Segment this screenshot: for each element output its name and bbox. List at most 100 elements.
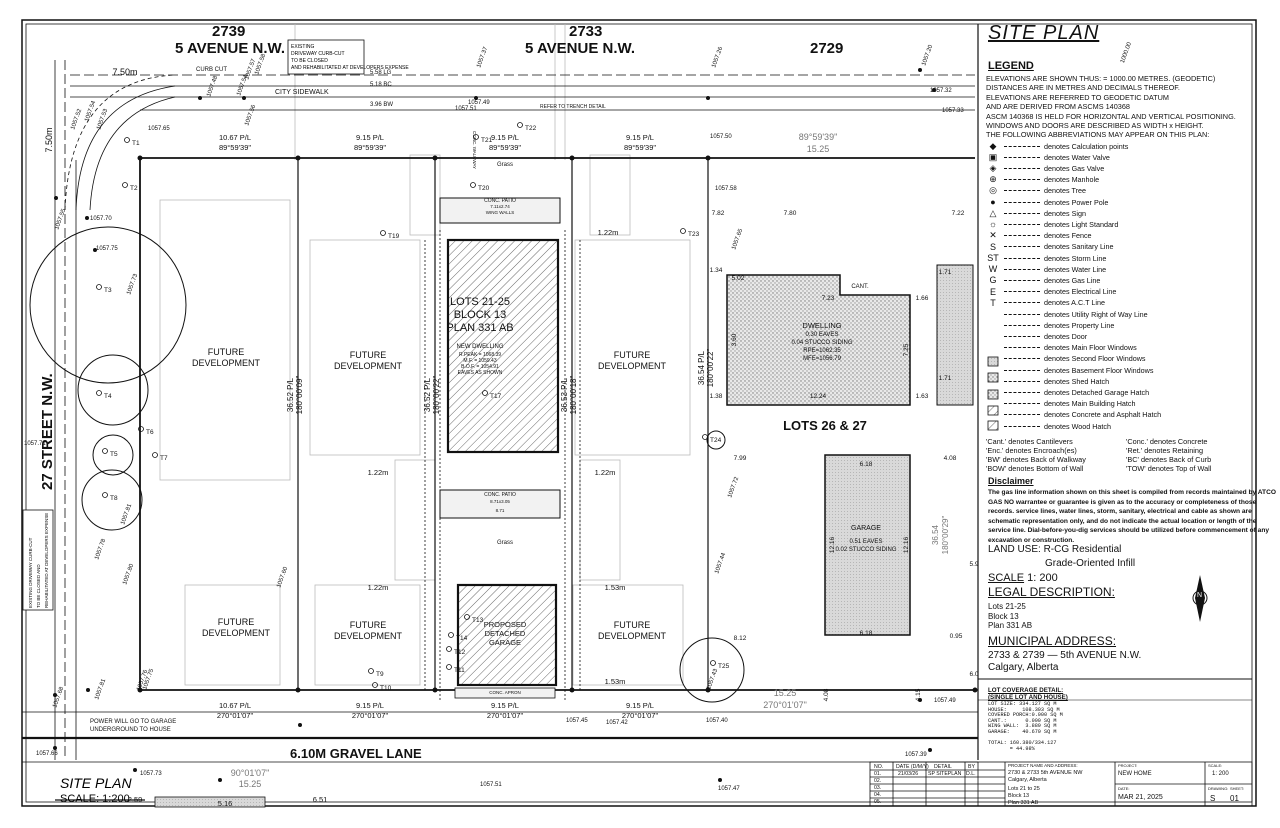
legend-line-icon [1004, 156, 1040, 158]
neighbour-garage-eaves: 0.51 EAVES [850, 539, 883, 545]
legend-note-7: THE FOLLOWING ABBREVIATIONS MAY APPEAR O… [986, 130, 1210, 140]
legend-symbol-icon: ✕ [989, 230, 997, 241]
legend-symbol-icon: ☼ [988, 219, 998, 230]
lot-number-2739: 2739 [212, 23, 245, 40]
legend-item: ✕denotes Fence [986, 230, 1091, 242]
legal-line-2: Block 13 [988, 611, 1019, 621]
brg-90-bottom: 90°01'07" [231, 768, 270, 778]
curb-cut-note-box: EXISTING DRIVEWAY CURB-CUT TO BE CLOSED … [287, 39, 409, 75]
neighbour-garage-siding: 0.02 STUCCO SIDING [835, 547, 896, 553]
legend-item-label: denotes Concrete and Asphalt Hatch [1044, 410, 1162, 420]
legend-line-icon [1004, 257, 1040, 259]
tree-label: T21 [481, 137, 493, 144]
tb-header-date: DATE (D/M/Y) [896, 764, 929, 770]
legend-symbol-icon: T [990, 297, 996, 308]
dim-360: 3.60 [731, 333, 738, 346]
dim-171-b: 1.71 [939, 375, 952, 382]
new-dwelling-label: NEW DWELLING [456, 344, 503, 350]
elevation-label: 1057.37 [476, 46, 489, 69]
neighbour-dwelling-label: DWELLING [802, 321, 841, 330]
proposed-garage-line2: DETACHED [485, 629, 526, 638]
walkway-label: CONC. WALKWAY [472, 131, 477, 169]
svg-text:EXISTING: EXISTING [291, 44, 314, 50]
legend-item: denotes Main Building Hatch [986, 398, 1136, 410]
dim-095: 0.95 [950, 633, 963, 640]
tb-project-address-2: Calgary, Alberta [1008, 777, 1047, 783]
legend-item-label: denotes Tree [1044, 186, 1086, 196]
patio-mid-label: CONC. PATIO [484, 492, 516, 498]
conc-apron [454, 687, 556, 699]
tree-icon [702, 434, 708, 440]
neighbour-garage-label: GARAGE [851, 525, 881, 532]
tree-label: T19 [388, 233, 400, 240]
legend-hatch-swatches [987, 356, 999, 431]
trench-detail-label: REFER TO TRENCH DETAIL [540, 104, 606, 110]
calculation-points [53, 68, 978, 782]
dim-153-a: 1.53m [605, 583, 626, 592]
legend-line-icon [1004, 335, 1040, 337]
neighbour-dwelling-rpe: RPE=1062.35 [803, 348, 841, 354]
tree-icon [138, 426, 144, 432]
new-dwelling-bof: B.O.F. = 1054.91 [461, 364, 499, 370]
tree-icon [96, 390, 102, 396]
neighbour-dwelling-eaves: 0.30 EAVES [806, 332, 839, 338]
dim-134: 1.34 [710, 267, 723, 274]
legend-line-icon [1004, 313, 1040, 315]
legend-symbol-icon: △ [989, 207, 997, 218]
dimension-labels: 10.67 P/L 89°59'39" 9.15 P/L 89°59'39" 9… [44, 67, 979, 808]
title-block-grid [55, 761, 1253, 807]
tb-scale-heading: SCALE: [1208, 763, 1223, 768]
legend-symbol-icon: ▣ [988, 151, 998, 162]
grass-label-top: Grass [497, 162, 513, 168]
legend-item: ▣denotes Water Valve [986, 151, 1110, 163]
tree-icon [102, 492, 108, 498]
brg-top-1: 89°59'39" [219, 143, 251, 152]
adjacent-building-strip [936, 264, 974, 406]
dim-pl-915-bot-2: 9.15 P/L [491, 701, 519, 710]
patio-mid-size: 8.71x3.05 [490, 499, 510, 504]
lot-number-2729: 2729 [810, 40, 843, 57]
tree-label: T6 [146, 429, 154, 436]
dim-1216-a: 12.16 [829, 536, 836, 553]
legend-line-icon [1004, 268, 1040, 270]
tb-header-by: BY [968, 764, 975, 770]
dim-408-bot: 4.08 [823, 688, 830, 701]
tb-row1-date: 21/03/26 [898, 771, 919, 777]
width-1525-top: 15.25 [807, 144, 830, 154]
legend-item: denotes Door [986, 330, 1087, 342]
proposed-garage-line3: GARAGE [489, 638, 521, 647]
tb-project-address-heading: PROJECT NAME AND ADDRESS: [1008, 763, 1078, 768]
neighbour-garage [824, 454, 911, 636]
tb-row5-no: 05. [874, 799, 882, 805]
legend-item-label: denotes Main Building Hatch [1044, 399, 1136, 409]
tb-date-heading: DATE: [1118, 786, 1130, 791]
sheet-scale: SCALE: 1:200 [60, 793, 130, 805]
scale-label: SCALE [988, 572, 1025, 584]
lot-number-2733: 2733 [569, 23, 602, 40]
municipal-heading: MUNICIPAL ADDRESS: [988, 634, 1117, 648]
brg-top-4: 89°59'39" [624, 143, 656, 152]
legend-line-icon [1004, 291, 1040, 293]
brg-180-22-right: 180°00'22" [706, 348, 715, 387]
legend-item-label: denotes Property Line [1044, 320, 1115, 330]
elevation-label: 1057.55 [54, 208, 67, 231]
legend-line-icon [1004, 145, 1040, 147]
legend-line-icon [1004, 201, 1040, 203]
elevation-label: 1057.53 [96, 108, 109, 131]
legend-item-label: denotes Door [1044, 331, 1088, 341]
tree-label: T11 [454, 667, 465, 674]
street-label-27-street: 27 STREET N.W. [39, 373, 56, 490]
legend-item: ⊕denotes Manhole [986, 174, 1099, 186]
elevation-label: 1057.51 [480, 782, 502, 788]
tree-icon [122, 182, 128, 188]
dim-138: 1.38 [710, 393, 723, 400]
land-use-line1: LAND USE: R-CG Residential [988, 544, 1122, 555]
dim-259: 2.59 [128, 795, 143, 804]
tree-label: T7 [160, 455, 168, 462]
municipal-line-1: 2733 & 2739 — 5th AVENUE N.W. [988, 650, 1142, 661]
tree-label: T8 [110, 495, 118, 502]
